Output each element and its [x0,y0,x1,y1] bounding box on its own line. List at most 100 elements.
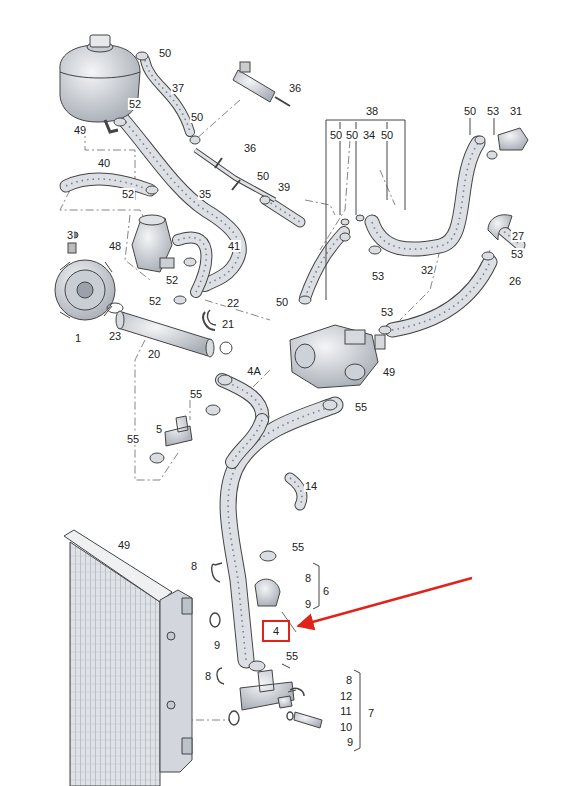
expansion-tank [60,35,140,132]
hose-body [305,232,344,298]
callout-number: 55 [189,388,203,400]
callout-number: 21 [221,318,235,330]
coolant-pipe [116,311,232,357]
callout-number: 50 [275,296,289,308]
hoses [66,60,520,660]
callout-box: 4 [262,620,290,642]
hose-outline [392,262,490,330]
callout-number: 9 [346,736,354,748]
hose-texture [228,405,335,660]
hose-outline [66,179,150,190]
callout-number: 8 [304,572,312,584]
callout-number: 50 [329,129,343,141]
callout-number: 52 [121,188,135,200]
callout-number: 32 [420,264,434,276]
callout-number: 14 [304,480,318,492]
callout-number: 38 [365,105,379,117]
hose-texture [392,262,490,330]
callout-number: 50 [380,129,394,141]
sensor-part [195,62,290,200]
hose-body [145,60,190,132]
callout-number: 23 [108,330,122,342]
callout-number: 37 [171,82,185,94]
hose-body [66,179,150,190]
hose-texture [178,237,206,292]
hose-texture [145,60,190,132]
callout-number: 8 [345,674,353,686]
callout-number: 49 [382,366,396,378]
callout-number: 31 [509,105,523,117]
callout-number: 55 [291,541,305,553]
callout-number: 40 [97,157,111,169]
callout-number: 1 [74,332,82,344]
callout-number: 4A [246,365,261,377]
hose-texture [372,143,478,249]
callout-number: 55 [285,650,299,662]
hose-outline [232,420,262,462]
callout-number: 11 [339,705,352,717]
callout-number: 49 [73,124,87,136]
callout-number: 53 [380,306,394,318]
callout-number: 55 [126,433,140,445]
hose-body [392,262,490,330]
hose-outline [266,200,300,222]
callout-number: 3 [66,229,74,241]
callout-number: 49 [117,539,131,551]
callout-number: 27 [511,230,525,242]
callout-number: 26 [508,275,522,287]
hose-outline [228,405,335,660]
thermostat-housing [290,325,385,388]
clips-and-seals [208,310,304,725]
callout-number: 8 [190,560,198,572]
callout-number: 9 [304,598,312,610]
hose-outline [122,118,240,285]
callout-number: 8 [204,670,212,682]
callout-number: 50 [158,47,172,59]
callout-number: 50 [190,111,204,123]
callout-number: 55 [354,401,368,413]
hose-texture [305,232,344,298]
callout-number: 9 [213,639,221,651]
callout-number: 52 [165,274,179,286]
callout-number: 53 [510,248,524,260]
fittings [165,128,528,728]
callout-number: 34 [362,129,376,141]
hose-body [372,143,478,249]
callout-number: 4 [273,625,279,637]
group-brackets [313,118,494,751]
callout-number: 52 [128,98,142,110]
callout-number: 7 [367,707,375,719]
callout-number: 36 [243,142,257,154]
hose-body [290,478,302,505]
coolant-pump [55,243,123,320]
hose-body [122,118,240,285]
callout-number: 20 [147,348,161,360]
hose-body [178,237,206,292]
callout-number: 36 [288,82,302,94]
callout-number: 52 [148,295,162,307]
hose-texture [222,380,262,420]
connection-housing [72,215,174,272]
hose-outline [290,478,302,505]
hose-outline [145,60,190,132]
callout-number: 35 [198,188,212,200]
callout-number: 41 [227,240,241,252]
hose-body [232,420,262,462]
callout-number: 22 [226,297,240,309]
hose-body [222,380,262,420]
hose-texture [232,420,262,462]
hose-outline [178,237,206,292]
hose-texture [290,478,302,505]
hose-body [266,200,300,222]
callout-number: 53 [371,270,385,282]
callout-number: 6 [322,585,330,597]
callout-number: 53 [486,105,500,117]
callout-number: 50 [256,170,270,182]
hose-outline [372,143,478,249]
hose-clamps [114,52,497,671]
callout-number: 50 [345,129,359,141]
